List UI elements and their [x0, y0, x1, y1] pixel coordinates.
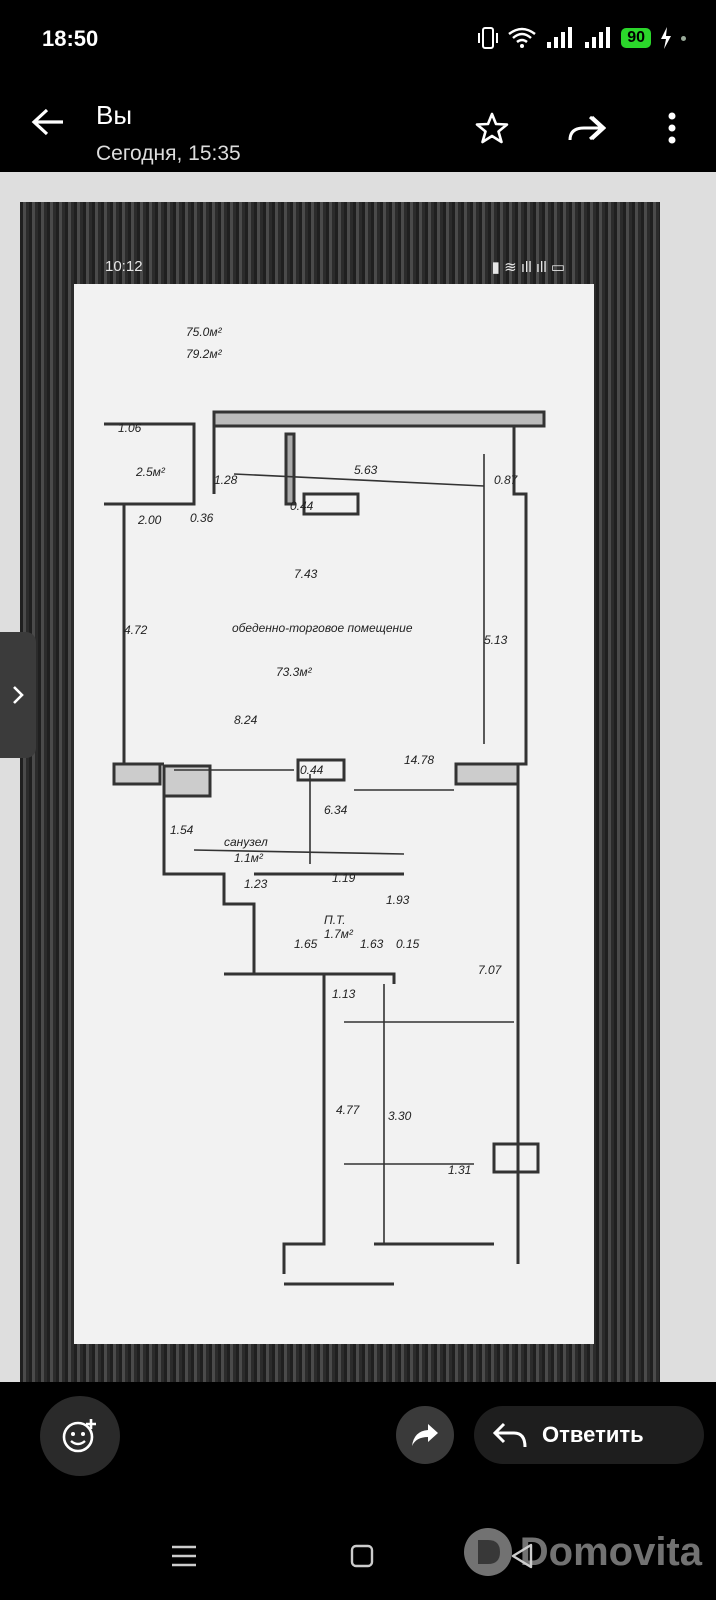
forward-button[interactable]: [562, 104, 610, 152]
plan-dim-4: 4.72: [124, 623, 148, 637]
plan-dim-18: 1.13: [332, 987, 356, 1001]
plan-dim-21: 3.30: [388, 1109, 412, 1123]
plan-storage-area: 1.7м²: [324, 927, 354, 941]
photo-phone-status: 10:12 ▮ ≋ ıll ıll ▭: [105, 258, 565, 282]
signal-icon: [547, 27, 573, 48]
plan-storage-label: П.Т.: [324, 913, 346, 927]
plan-room-area: 73.3м²: [276, 665, 313, 679]
reply-button[interactable]: Ответить: [474, 1406, 704, 1464]
home-square-icon: [350, 1544, 374, 1568]
battery-indicator: 90: [621, 28, 651, 48]
reply-label: Ответить: [542, 1422, 644, 1447]
plan-dim-16: 1.63: [360, 937, 384, 951]
floor-plan: 75.0м² 79.2м² обеденно-торговое помещени…: [104, 325, 546, 1286]
plan-area-2: 79.2м²: [186, 347, 223, 361]
plan-dim-24: 0.36: [190, 511, 214, 525]
status-time: 18:50: [42, 26, 99, 51]
signal-icon-2: [585, 27, 611, 48]
menu-lines-icon: [172, 1545, 196, 1567]
watermark-text: Domovita: [519, 1529, 702, 1574]
photo-phone-time: 10:12: [105, 258, 143, 275]
status-bar: 18:50 90: [0, 0, 716, 80]
charging-icon: [661, 27, 671, 49]
plan-dim-8: 0.44: [300, 763, 324, 777]
app-bar: Вы Сегодня, 15:35: [0, 80, 716, 172]
plan-area-1: 75.0м²: [186, 325, 223, 339]
message-timestamp: Сегодня, 15:35: [96, 142, 241, 165]
watermark-logo-icon: [463, 1528, 512, 1576]
add-reaction-button[interactable]: [40, 1396, 120, 1476]
plan-dim-13: 1.19: [332, 871, 356, 885]
plan-dim-7: 2.00: [137, 513, 162, 527]
plan-dim-0: 5.63: [354, 463, 378, 477]
message-toolbar: Ответить: [0, 1382, 716, 1512]
back-triangle-icon: [511, 1543, 533, 1569]
more-button[interactable]: [648, 104, 696, 152]
floor-plan-sheet: 75.0м² 79.2м² обеденно-торговое помещени…: [74, 284, 594, 1344]
emoji-add-icon: [62, 1419, 96, 1453]
chevron-right-icon: [13, 686, 24, 704]
wifi-icon: [508, 27, 536, 48]
more-vert-icon: [668, 112, 676, 144]
photo-viewer[interactable]: 10:12 ▮ ≋ ıll ıll ▭: [0, 172, 716, 1382]
plan-bathroom-label: санузел: [224, 835, 268, 849]
photo-phone-icons: ▮ ≋ ıll ıll ▭: [491, 259, 565, 276]
plan-dim-17: 0.15: [396, 937, 420, 951]
plan-dim-6: 5.13: [484, 633, 508, 647]
plan-dim-2: 7.43: [294, 567, 318, 581]
share-icon: [412, 1424, 438, 1446]
reply-icon: [492, 1422, 527, 1448]
plan-dim-1: 0.87: [494, 473, 519, 487]
plan-dim-11: 1.54: [170, 823, 194, 837]
status-icons: 90: [477, 26, 686, 50]
home-button[interactable]: [334, 1530, 390, 1582]
system-nav-bar: Domovita: [0, 1512, 716, 1600]
plan-dim-5: 8.24: [234, 713, 258, 727]
plan-dim-12: 1.23: [244, 877, 268, 891]
watermark: Domovita: [462, 1526, 702, 1578]
forward-icon: [568, 115, 606, 141]
plan-dim-20: 4.77: [336, 1103, 361, 1117]
back-button[interactable]: [24, 98, 72, 146]
plan-bathroom-area: 1.1м²: [234, 851, 264, 865]
side-expand-tab[interactable]: [0, 632, 36, 758]
back-nav-button[interactable]: [494, 1530, 550, 1582]
vibrate-icon: [478, 27, 499, 49]
star-icon: [475, 112, 509, 144]
plan-dim-25: 1.06: [118, 421, 142, 435]
plan-dim-15: 1.65: [294, 937, 318, 951]
plan-dim-9: 14.78: [404, 753, 434, 767]
plan-small-room-area: 2.5м²: [135, 465, 166, 479]
plan-dim-23: 1.28: [214, 473, 238, 487]
plan-dim-14: 1.93: [386, 893, 410, 907]
recents-button[interactable]: [156, 1530, 212, 1582]
plan-room-label: обеденно-торговое помещение: [232, 621, 413, 635]
chat-title: Вы: [96, 100, 133, 130]
plan-dim-3: 0.44: [290, 499, 314, 513]
arrow-left-icon: [31, 108, 63, 136]
plan-dim-22: 1.31: [448, 1163, 471, 1177]
plan-dim-19: 7.07: [478, 963, 503, 977]
star-button[interactable]: [468, 104, 516, 152]
plan-dim-10: 6.34: [324, 803, 348, 817]
notification-dot: [681, 35, 686, 41]
share-button[interactable]: [396, 1406, 454, 1464]
